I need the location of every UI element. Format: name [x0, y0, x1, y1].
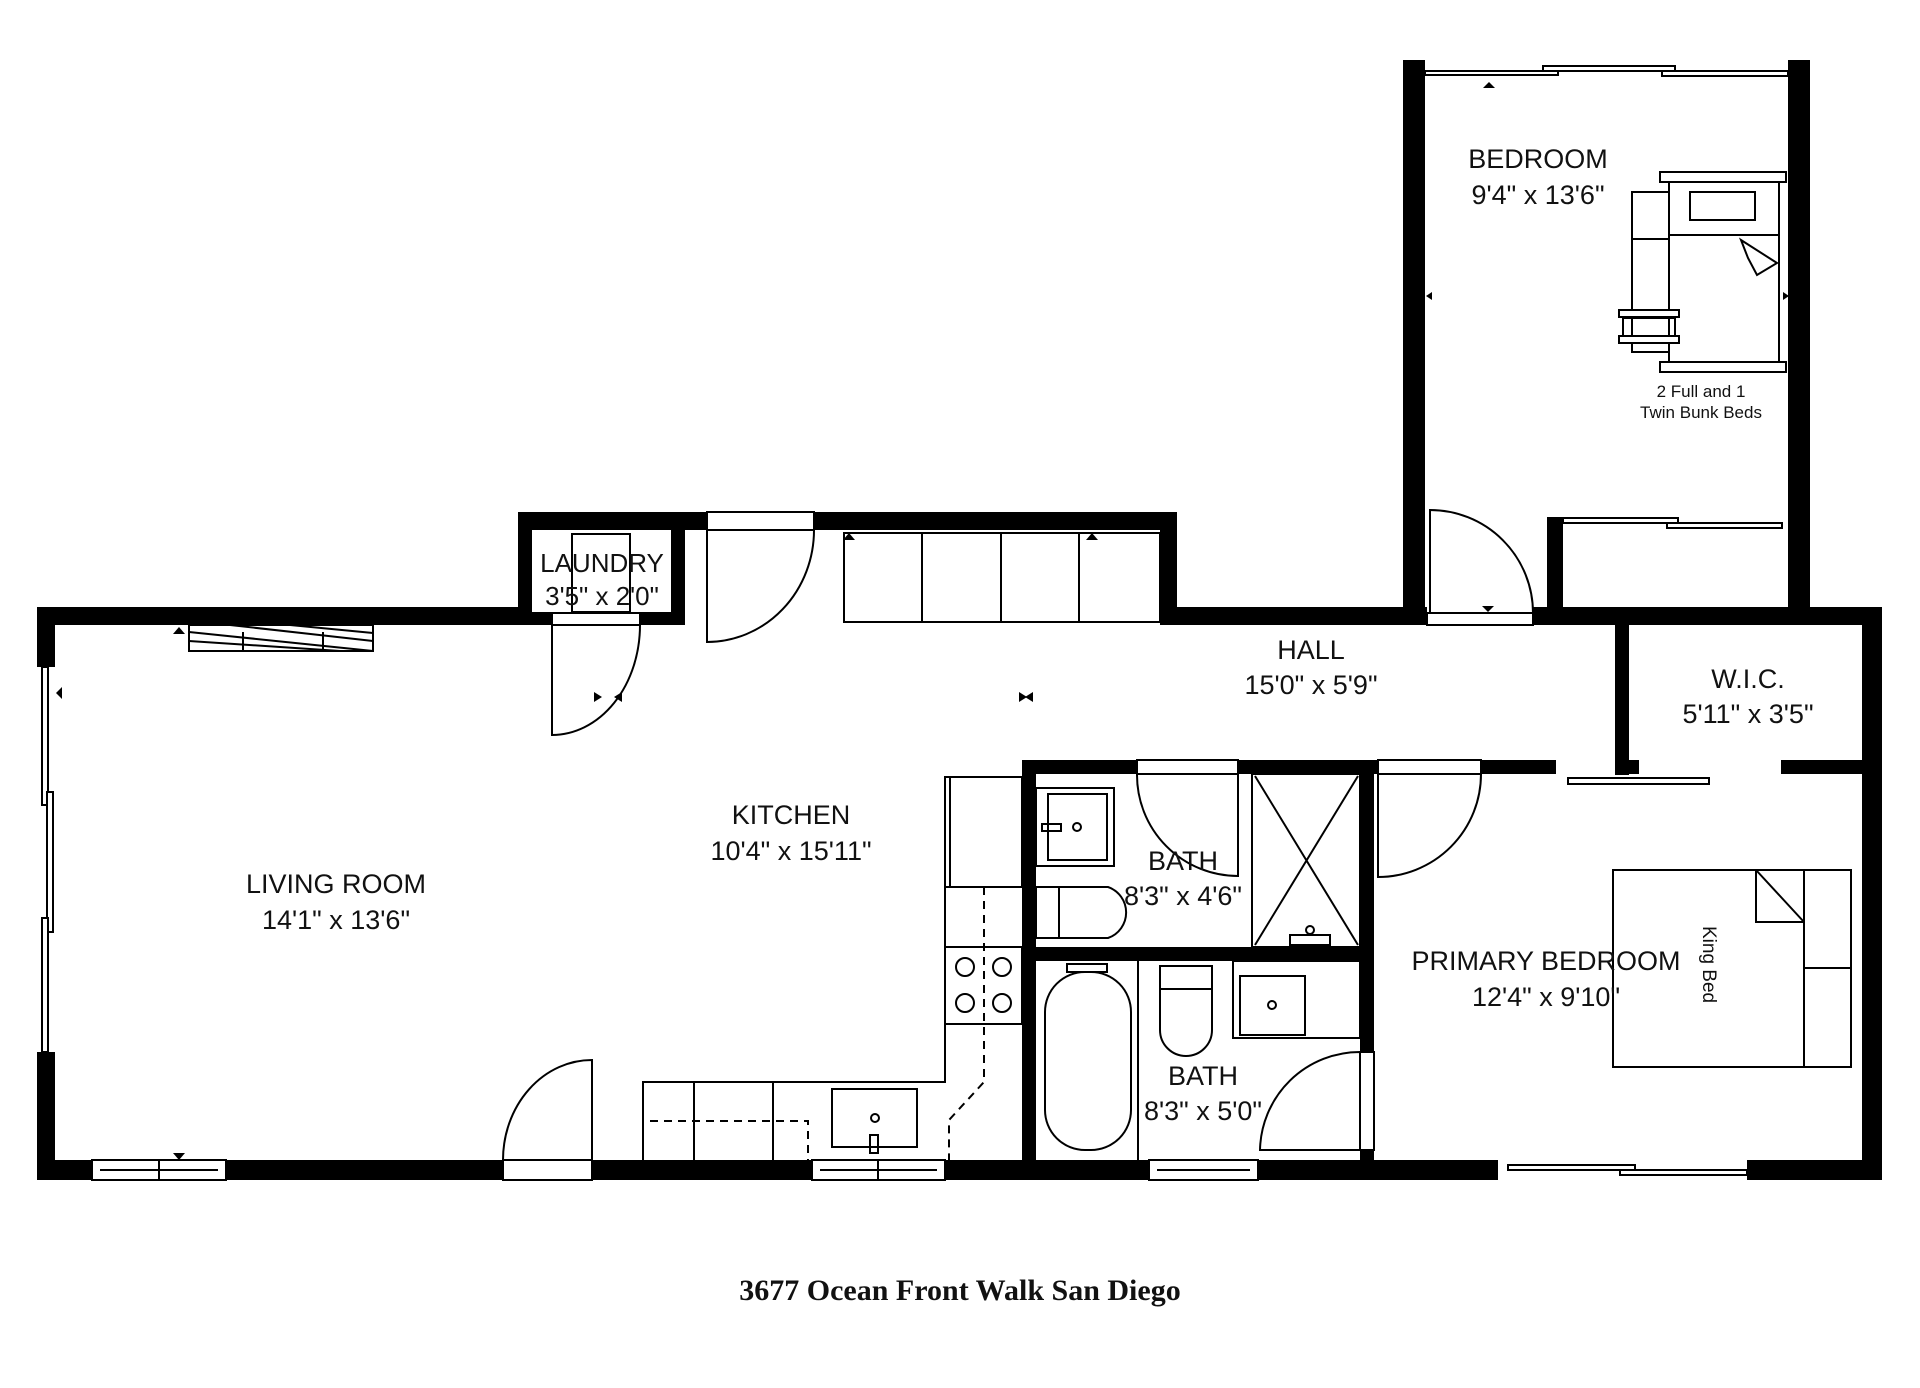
kitchen-counters — [642, 776, 1023, 1160]
dim-marker — [1025, 692, 1033, 702]
king-bed-label: King Bed — [1698, 926, 1719, 1003]
primary-bedroom-label: PRIMARY BEDROOM — [1411, 946, 1680, 976]
front-door-threshold — [502, 1159, 593, 1181]
fireplace-icon — [188, 624, 374, 652]
bunk-bed-note: 2 Full and 1 — [1657, 382, 1746, 401]
bathtub-icon — [1044, 971, 1132, 1151]
wic-divider-wall — [1615, 625, 1629, 775]
wic-bottom-wall — [1615, 760, 1639, 774]
bath2-door-swing — [1258, 1050, 1361, 1151]
bath1-door-swing — [1135, 773, 1239, 878]
dim-marker — [1086, 533, 1098, 540]
bath1-sink-basin — [1047, 793, 1108, 861]
bath2-toilet-tank — [1159, 965, 1213, 990]
hall-dims: 15'0" x 5'9" — [1244, 670, 1377, 700]
bath2-toilet-icon — [1159, 989, 1213, 1057]
bottom-windows — [91, 1159, 1748, 1181]
bedroom-dims: 9'4" x 13'6" — [1471, 180, 1604, 210]
exterior-walls — [37, 511, 1882, 1180]
dim-marker — [1483, 82, 1495, 88]
dim-marker — [614, 692, 622, 702]
dim-marker — [843, 533, 855, 540]
laundry-door-threshold — [551, 612, 641, 626]
upper-cabinets — [843, 532, 1161, 623]
drain-icon — [1072, 822, 1082, 832]
bath2-dims: 8'3" x 5'0" — [1144, 1096, 1262, 1126]
address-caption: 3677 Ocean Front Walk San Diego — [739, 1274, 1181, 1307]
primary-door-swing — [1377, 773, 1482, 879]
bath2-sink-icon — [1239, 975, 1306, 1036]
bath1-toilet-icon — [1035, 886, 1128, 939]
living-room-dims: 14'1" x 13'6" — [262, 905, 410, 935]
dim-marker — [56, 687, 62, 699]
kitchen-door-swing — [706, 529, 815, 644]
wic-sliding-door — [1567, 777, 1710, 785]
wic-label: W.I.C. — [1711, 664, 1785, 694]
dim-marker — [594, 692, 602, 702]
dim-marker — [1019, 692, 1027, 702]
bedroom-label: BEDROOM — [1468, 144, 1608, 174]
bath1-dims: 8'3" x 4'6" — [1124, 881, 1242, 911]
laundry-label: LAUNDRY — [540, 548, 664, 578]
bath1-sink-icon — [1035, 787, 1115, 867]
living-left-window — [41, 666, 54, 1053]
bunk-bed-note: Twin Bunk Beds — [1640, 403, 1762, 422]
bath1-label: BATH — [1148, 846, 1218, 876]
faucet-icon — [1041, 823, 1062, 832]
tub-faucet-icon — [1066, 963, 1108, 973]
dim-marker — [1426, 292, 1432, 300]
dim-marker — [173, 1153, 185, 1160]
kitchen-dims: 10'4" x 15'11" — [710, 836, 871, 866]
primary-door-threshold — [1377, 759, 1482, 775]
bath2-label: BATH — [1168, 1061, 1238, 1091]
laundry-door-swing — [551, 624, 641, 737]
hall-label: HALL — [1277, 635, 1345, 665]
living-room-label: LIVING ROOM — [246, 869, 426, 899]
wic-bottom-wall — [1781, 760, 1862, 774]
bath2-vanity — [1232, 960, 1361, 1039]
primary-bedroom-dims: 12'4" x 9'10" — [1472, 982, 1620, 1012]
laundry-dims: 3'5" x 2'0" — [545, 581, 659, 611]
bunk-bed-icon — [1618, 171, 1787, 373]
kitchen-label: KITCHEN — [732, 800, 851, 830]
front-door-swing — [502, 1058, 593, 1161]
dim-marker — [1482, 606, 1494, 612]
wic-dims: 5'11" x 3'5" — [1682, 699, 1813, 729]
bath2-door-threshold — [1359, 1051, 1375, 1151]
shower-icon — [1251, 773, 1361, 948]
king-bed-icon — [1612, 869, 1852, 1068]
dim-marker — [1783, 292, 1789, 300]
dim-marker — [173, 627, 185, 634]
